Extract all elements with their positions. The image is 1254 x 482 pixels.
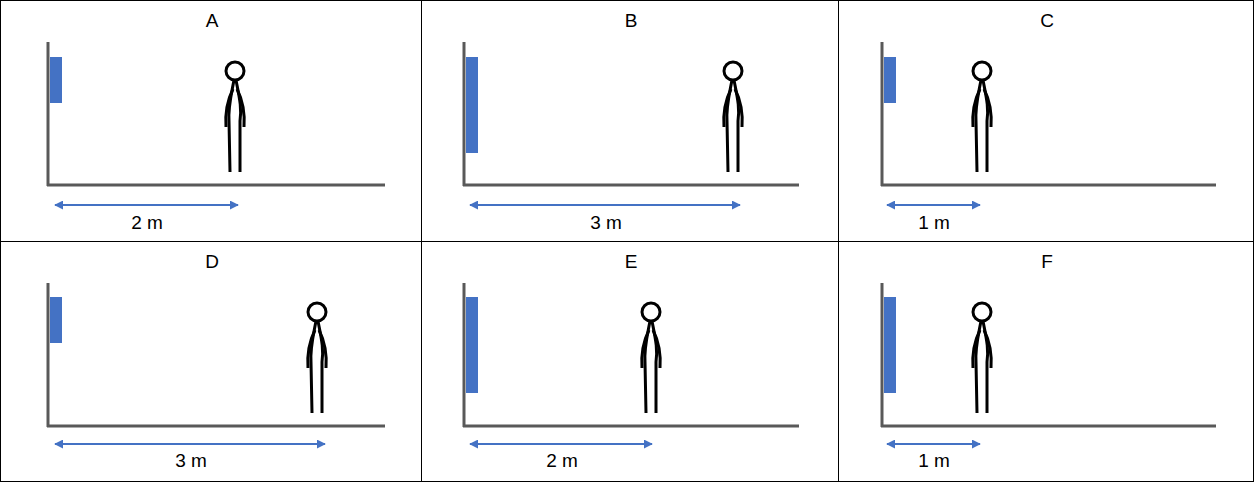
distance-label: 3 m [173,450,209,472]
panel-letter-holder: B [623,10,640,32]
distance-arrow [470,204,740,206]
panel-d-scene [47,283,385,444]
floor [47,184,385,187]
floor [463,425,799,428]
panel-cell: F 1 m [838,241,1254,482]
mirror [466,297,478,393]
distance-arrow [887,204,980,206]
distance-label: 1 m [916,212,952,234]
panel-cell: B 3 m [421,0,839,242]
distance-label: 1 m [916,450,952,472]
wall [47,42,50,186]
panel-cell: A 2 m [0,0,422,242]
mirror [50,57,62,103]
distance-arrow [887,443,980,445]
panel-letter: A [204,10,221,32]
mirror [884,297,896,393]
stick-figure [226,62,244,172]
distance-arrow [470,443,652,445]
panel-letter-holder: F [1039,251,1055,273]
panel-letter: B [623,10,640,32]
distance-label: 3 m [588,212,624,234]
panel-letter: E [623,251,640,273]
panel-e-scene [463,283,799,444]
panel-cell: E 2 m [421,241,839,482]
wall [881,283,884,427]
floor [881,184,1216,187]
floor [881,425,1216,428]
floor [463,184,799,187]
panel-b-scene [463,42,799,205]
stick-figure [973,303,991,413]
distance-label: 2 m [129,212,165,234]
panel-letter-holder: A [204,10,221,32]
floor [47,425,385,428]
wall [881,42,884,186]
stick-figure [973,62,991,172]
distance-label-holder: 2 m [129,212,165,234]
panel-cell: C 1 m [838,0,1254,242]
panel-letter: C [1038,10,1056,32]
mirror [884,57,896,103]
distance-label-holder: 1 m [916,212,952,234]
panel-letter: D [203,251,221,273]
wall [463,283,466,427]
distance-label: 2 m [544,450,580,472]
distance-label-holder: 3 m [173,450,209,472]
distance-label-holder: 1 m [916,450,952,472]
distance-arrow [55,204,238,206]
distance-label-holder: 2 m [544,450,580,472]
stick-figure [308,303,326,413]
wall [47,283,50,427]
panel-a-scene [47,42,385,205]
mirror [466,57,478,153]
panel-letter-holder: D [203,251,221,273]
panel-letter: F [1039,251,1055,273]
panel-c-scene [881,42,1216,205]
mirror [50,297,62,343]
wall [463,42,466,186]
stick-figure [642,303,660,413]
distance-arrow [55,443,325,445]
stick-figure [724,62,742,172]
distance-label-holder: 3 m [588,212,624,234]
panel-letter-holder: C [1038,10,1056,32]
panel-f-scene [881,283,1216,444]
panel-letter-holder: E [623,251,640,273]
panel-cell: D 3 m [0,241,422,482]
